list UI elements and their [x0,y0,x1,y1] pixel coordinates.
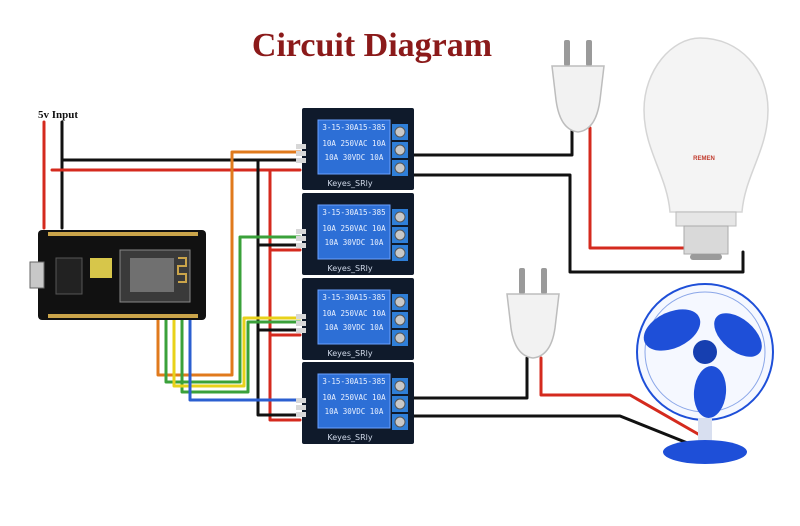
power-plug-icon [551,40,605,133]
relay-model-name: Keyes_SRly [327,179,372,188]
relay-rating-line1: 3-15-30A15-385 [322,208,385,217]
bulb-brand: REMEN [693,156,715,162]
wire-bus-black-drop [256,158,302,417]
power-plug-icon [506,268,560,359]
wire-plug2-to-fan [539,356,707,440]
relay-module: 3-15-30A15-385 10A 250VAC 10A 10A 30VDC 10… [296,193,414,275]
wire-bus-red-drop [268,168,302,422]
relay-rating-line2: 10A 250VAC 10A [322,309,386,318]
relay-model-name: Keyes_SRly [327,349,372,358]
diagram-title: Circuit Diagram [252,27,492,64]
wire-r4-to-plug2 [410,356,529,400]
relay-module: 3-15-30A15-385 10A 250VAC 10A 10A 30VDC 10… [296,362,414,444]
wire-r1-to-plug1 [410,126,574,157]
wire-signal-green-2 [180,316,302,394]
relay-rating-line2: 10A 250VAC 10A [322,224,386,233]
table-fan-icon [636,283,774,464]
relay-stack: 3-15-30A15-385 10A 250VAC 10A 10A 30VDC 10… [296,108,414,444]
wire-signal-blue [188,316,302,402]
wire-signal-green-1 [164,235,302,384]
relay-rating-line3: 10A 30VDC 10A [325,407,384,416]
relay-rating-line2: 10A 250VAC 10A [322,393,386,402]
relay-rating-line2: 10A 250VAC 10A [322,139,386,148]
wires [42,120,745,450]
relay-rating-line1: 3-15-30A15-385 [322,293,385,302]
input-label: 5v Input [38,109,78,121]
relay-model-name: Keyes_SRly [327,264,372,273]
relay-rating-line1: 3-15-30A15-385 [322,377,385,386]
relay-module: 3-15-30A15-385 10A 250VAC 10A 10A 30VDC 10… [296,108,414,190]
esp8266-board-icon [29,230,206,320]
wire-r4-to-fan [410,414,702,450]
relay-rating-line3: 10A 30VDC 10A [325,238,384,247]
relay-module: 3-15-30A15-385 10A 250VAC 10A 10A 30VDC 10… [296,278,414,360]
light-bulb-icon: REMEN [643,37,769,260]
wire-plug1-to-bulb [588,126,707,250]
relay-model-name: Keyes_SRly [327,433,372,442]
wire-r1-to-bulb [410,173,745,274]
wire-signal-yellow [172,316,302,388]
relay-rating-line3: 10A 30VDC 10A [325,153,384,162]
relay-rating-line1: 3-15-30A15-385 [322,123,385,132]
relay-rating-line3: 10A 30VDC 10A [325,323,384,332]
wire-signal-orange [156,150,302,377]
